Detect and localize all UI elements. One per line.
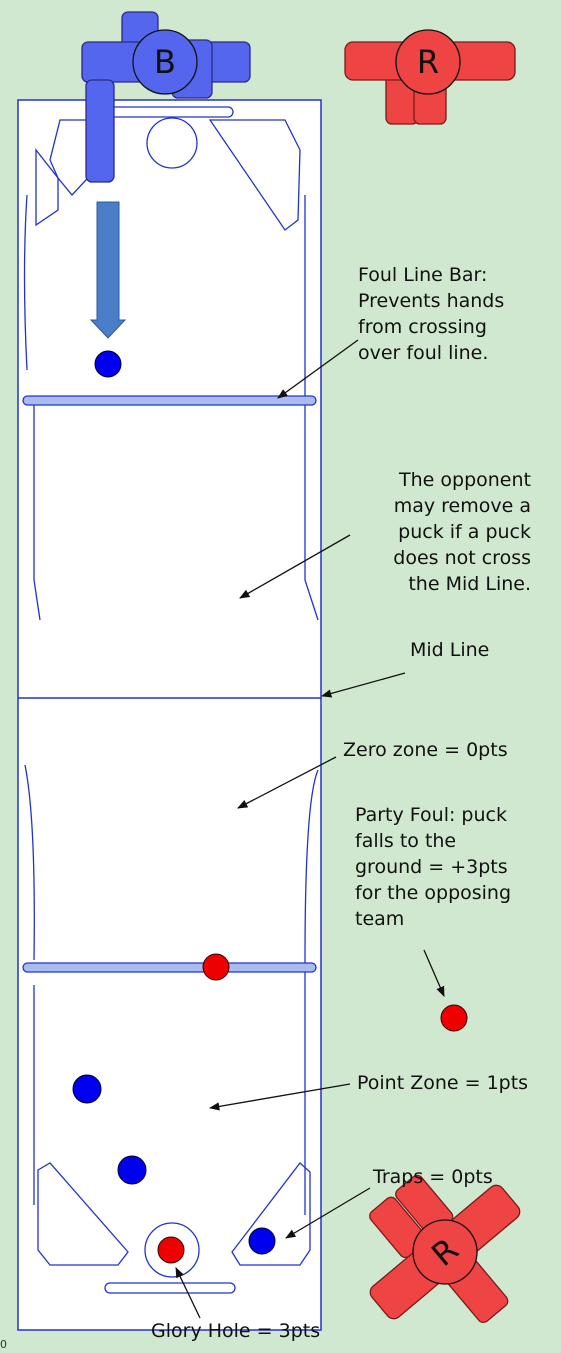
blue-puck [72,1074,102,1104]
party-foul-arrow [423,949,445,997]
blue-marker-letter: B [154,43,176,81]
point-zone-arrow [208,1083,351,1111]
foul-line-bar-label: Foul Line Bar: Prevents hands from cross… [358,264,505,364]
mid-line-label: Mid Line [410,639,490,661]
page-number: 0 [0,1338,7,1351]
foul-line-bar-bottom [22,962,317,973]
red-puck [202,953,230,981]
zero-zone-label: Zero zone = 0pts [343,739,508,761]
glory-hole-label: Glory Hole = 3pts [151,1320,321,1342]
throw-direction-arrow [89,201,127,339]
glory-hole [144,1222,200,1278]
party-foul-label: Party Foul: puck falls to the ground = +… [355,804,512,930]
left-rail-upper [23,194,28,371]
bottom-rail [104,1282,236,1294]
opponent-rule-label: The opponent may remove a puck if a puck… [393,469,531,595]
red-puck-on-ground [440,1004,468,1032]
blue-puck [248,1227,276,1255]
red-player-bottom: R [369,1174,521,1324]
point-zone-label: Point Zone = 1pts [357,1072,529,1094]
right-rail-upper [304,195,319,621]
top-right-trap [208,119,301,231]
blue-arm [85,79,115,183]
blue-marker-circle [132,29,198,95]
mid-line-arrow [320,672,406,698]
bottom-right-trap [231,1162,311,1266]
top-glory-hole [146,117,198,169]
red-marker-circle-top [395,29,461,95]
left-rail-upper-2 [33,405,41,621]
red-player-top: R [344,29,516,125]
glory-hole-arrow [175,1267,201,1319]
bottom-left-trap [37,1162,129,1266]
foul-line-arrow [277,339,359,399]
blue-puck [117,1155,147,1185]
opponent-rule-arrow [239,534,351,599]
red-puck [157,1236,185,1264]
top-left-corner-wall [35,148,59,227]
blue-player: B [81,11,251,183]
blue-puck [94,350,122,378]
zero-zone-arrow [237,756,337,809]
traps-arrow [285,1187,371,1239]
traps-label: Traps = 0pts [373,1166,493,1188]
red-marker-letter-top: R [417,43,439,81]
board-outline [17,99,322,1331]
pucks [72,350,468,1264]
callout-arrows [175,339,445,1319]
game-board [17,99,322,1331]
red-marker-circle-bottom [412,1219,478,1285]
foul-line-bar-top [22,395,317,406]
right-rail-lower [304,769,319,1215]
left-rail-lower [24,764,35,961]
